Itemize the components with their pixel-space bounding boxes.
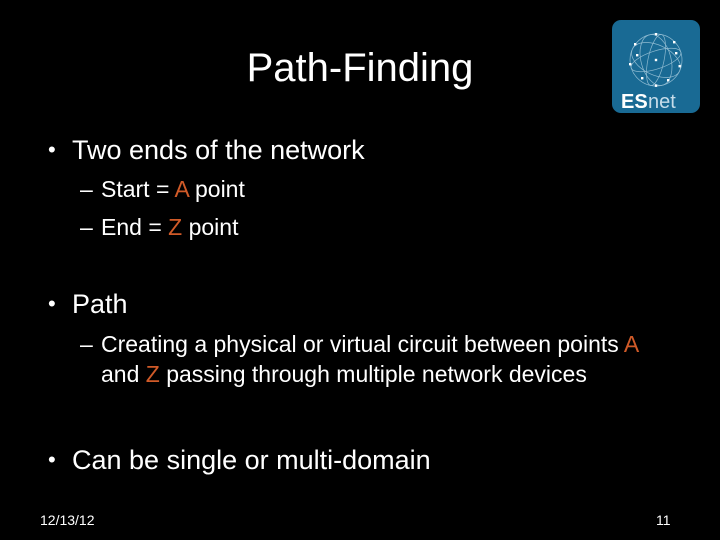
sub-bullet-end: –End = Z point bbox=[80, 212, 238, 242]
bullet-path: • Path bbox=[48, 288, 128, 320]
bullet-two-ends-label: Two ends of the network bbox=[72, 135, 365, 165]
sub-bullet-creating: –Creating a physical or virtual circuit … bbox=[80, 329, 666, 389]
logo-text-net: net bbox=[648, 91, 676, 113]
bullet-dot: • bbox=[48, 137, 56, 162]
bullet-single-multi-domain-label: Can be single or multi-domain bbox=[72, 445, 431, 475]
bullet-two-ends: • Two ends of the network bbox=[48, 134, 365, 166]
accent-a: A bbox=[623, 331, 638, 357]
bullet-single-multi-domain: • Can be single or multi-domain bbox=[48, 444, 431, 476]
sub-bullet-end-text: End = Z point bbox=[101, 214, 239, 240]
logo-text-es: ES bbox=[621, 91, 648, 113]
footer-date: 12/13/12 bbox=[40, 512, 95, 528]
dash-marker: – bbox=[80, 331, 93, 357]
dash-marker: – bbox=[80, 214, 93, 240]
page-number: 11 bbox=[656, 512, 671, 528]
sub-bullet-creating-text: Creating a physical or virtual circuit b… bbox=[101, 331, 638, 387]
accent-z: Z bbox=[145, 361, 160, 387]
globe-node-squares bbox=[629, 33, 681, 87]
dash-marker: – bbox=[80, 176, 93, 202]
bullet-dot: • bbox=[48, 291, 56, 316]
accent-a-point: A bbox=[174, 176, 189, 202]
slide-title: Path-Finding bbox=[246, 46, 474, 90]
sub-bullet-start: –Start = A point bbox=[80, 174, 245, 204]
sub-bullet-start-text: Start = A point bbox=[101, 176, 245, 202]
bullet-path-label: Path bbox=[72, 289, 128, 319]
accent-z-point: Z bbox=[168, 214, 183, 240]
esnet-logo: ES net bbox=[612, 20, 700, 113]
bullet-dot: • bbox=[48, 447, 56, 472]
